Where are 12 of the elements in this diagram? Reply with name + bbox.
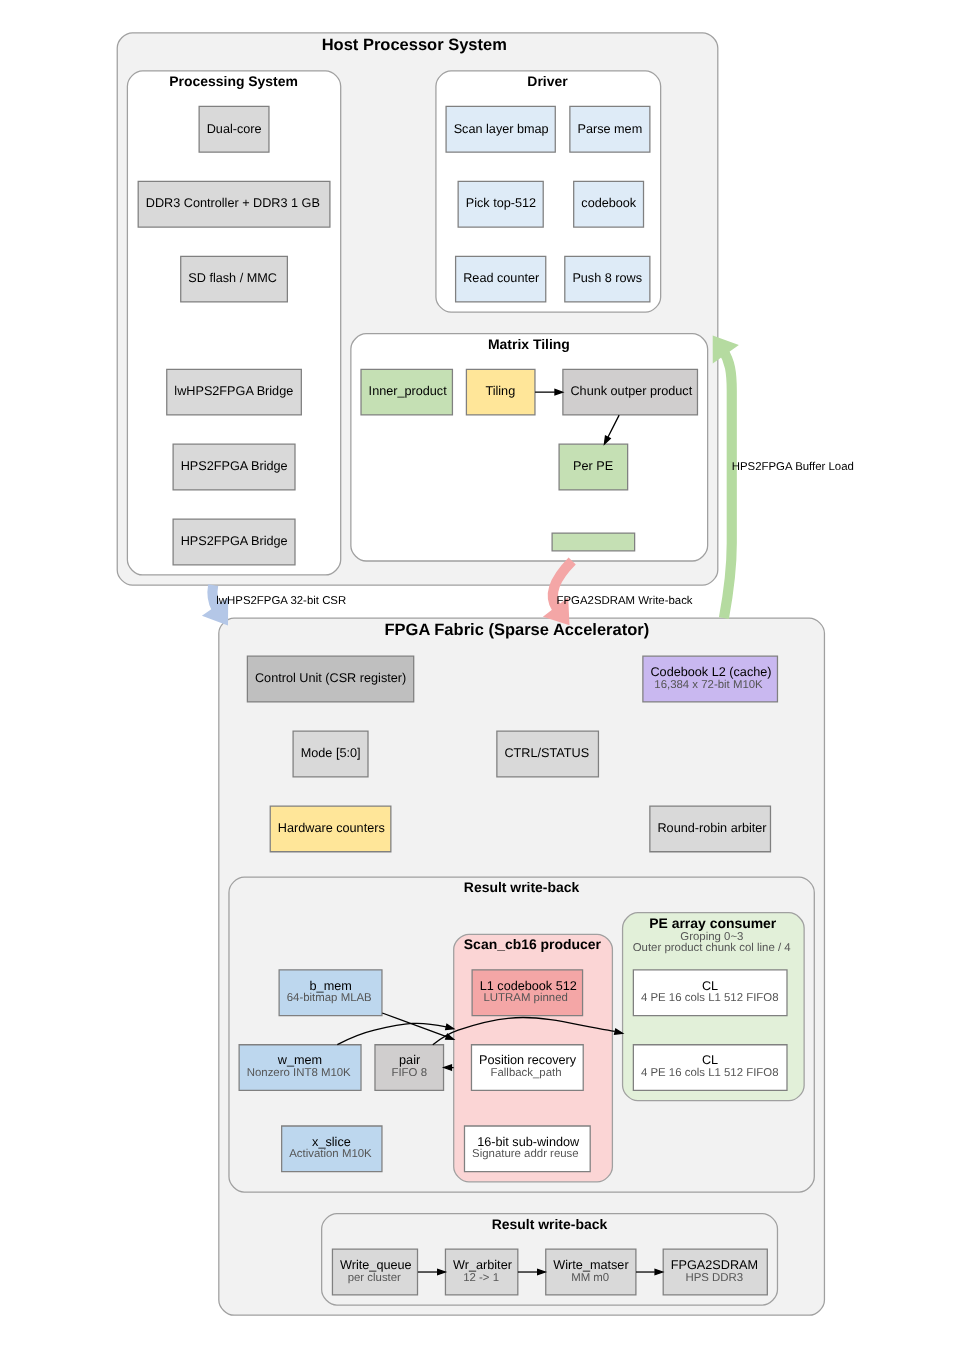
arrow — [335, 1022, 455, 1046]
arrow — [431, 1016, 624, 1046]
arrow — [602, 414, 619, 446]
arrow — [634, 1268, 664, 1276]
arrow — [416, 1268, 447, 1276]
node-box — [550, 532, 635, 552]
arrow — [533, 388, 564, 396]
arrow — [200, 584, 228, 626]
arrow — [541, 557, 575, 626]
arrow — [516, 1268, 547, 1276]
arrow — [711, 335, 738, 620]
arrow — [380, 1012, 455, 1040]
